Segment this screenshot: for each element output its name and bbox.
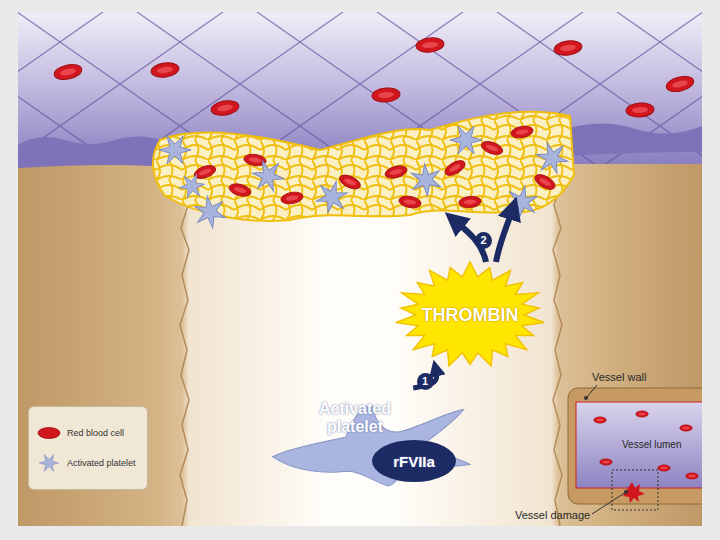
- clot-red-cells: [193, 125, 558, 210]
- thrombin-burst: THROMBIN: [395, 262, 545, 368]
- factor-badge: rFVIIa: [372, 440, 456, 482]
- text-wrap: Activated platelet: [298, 400, 412, 436]
- node-text: rFVIIa: [393, 453, 435, 470]
- callout-number: 1: [417, 373, 434, 390]
- inset-label: Vessel wall: [592, 371, 646, 384]
- text-wrap: THROMBIN: [395, 262, 545, 368]
- legend-swatch: [35, 453, 63, 473]
- vessel-inset: [568, 385, 702, 514]
- legend-entry: Red blood cell: [35, 423, 124, 443]
- flow-arrow: [496, 208, 513, 262]
- endothelium: [562, 123, 702, 156]
- legend-text: Activated platelet: [67, 458, 136, 468]
- legend-swatch-color: [38, 428, 60, 439]
- platelet-shape: [273, 405, 470, 486]
- callout-number: 2: [475, 232, 492, 249]
- platelet-cell: Activated platelet rFVIIa: [262, 388, 472, 486]
- wound-edge: [553, 160, 562, 526]
- legend-box: Red blood cellActivated platelet: [28, 406, 148, 490]
- burst-shape: [396, 262, 544, 366]
- legend-swatch: [35, 423, 63, 443]
- legend-platelet-symbol: [39, 455, 58, 472]
- oval-shape: [372, 440, 456, 482]
- inset-label: Vessel lumen: [622, 439, 681, 451]
- text-wrap: rFVIIa: [372, 440, 456, 482]
- lumen-red-cells: [53, 37, 695, 118]
- inset-label: Vessel damage: [515, 509, 590, 522]
- legend-entry: Activated platelet: [35, 453, 136, 473]
- wound-edge: [180, 165, 189, 526]
- node-text: Activated platelet: [298, 400, 412, 436]
- legend-text: Red blood cell: [67, 428, 124, 438]
- node-text: THROMBIN: [422, 305, 519, 325]
- vessel-section: [18, 12, 702, 526]
